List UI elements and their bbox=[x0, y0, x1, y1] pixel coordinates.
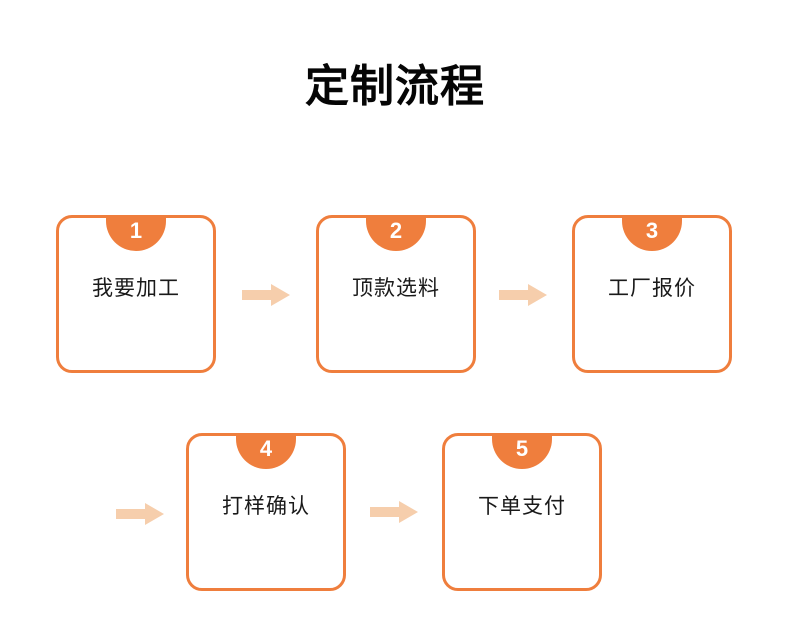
step-number-badge-2: 2 bbox=[366, 215, 426, 251]
step-number-badge-5: 5 bbox=[492, 433, 552, 469]
step-card-2: 2 顶款选料 bbox=[316, 215, 476, 373]
right-arrow-icon bbox=[370, 500, 418, 524]
step-number: 1 bbox=[129, 218, 143, 243]
step-label-3: 工厂报价 bbox=[608, 277, 696, 300]
step-number-badge-1: 1 bbox=[106, 215, 166, 251]
step-number: 2 bbox=[389, 218, 403, 243]
step-number-badge-3: 3 bbox=[622, 215, 682, 251]
right-arrow-icon bbox=[116, 502, 164, 526]
step-card-1: 1 我要加工 bbox=[56, 215, 216, 373]
step-card-5: 5 下单支付 bbox=[442, 433, 602, 591]
step-label-5: 下单支付 bbox=[478, 495, 566, 518]
step-number-badge-4: 4 bbox=[236, 433, 296, 469]
step-number: 4 bbox=[259, 436, 273, 461]
step-label-1: 我要加工 bbox=[92, 277, 180, 300]
step-number: 5 bbox=[515, 436, 529, 461]
right-arrow-icon bbox=[242, 283, 290, 307]
right-arrow-icon bbox=[499, 283, 547, 307]
step-card-4: 4 打样确认 bbox=[186, 433, 346, 591]
step-label-4: 打样确认 bbox=[222, 495, 310, 518]
step-label-2: 顶款选料 bbox=[352, 277, 440, 300]
step-number: 3 bbox=[645, 218, 659, 243]
step-card-3: 3 工厂报价 bbox=[572, 215, 732, 373]
page-title: 定制流程 bbox=[305, 62, 485, 111]
